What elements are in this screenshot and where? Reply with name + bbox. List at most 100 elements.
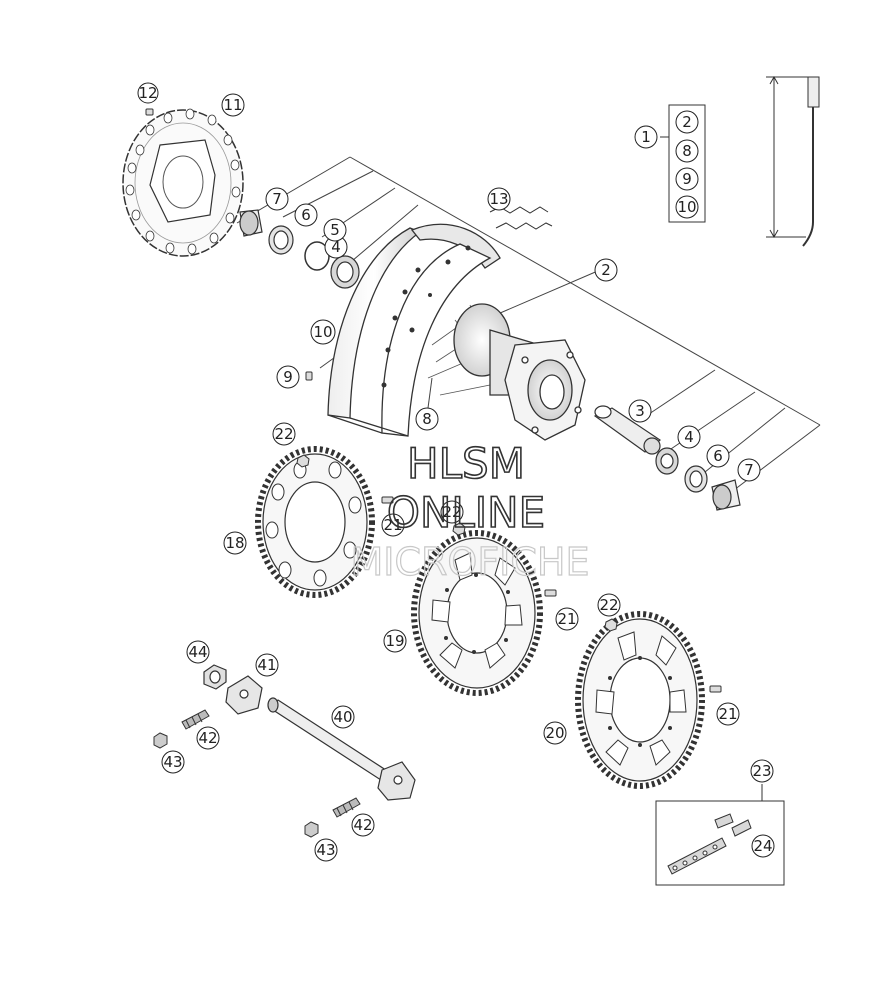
disc-screw — [145, 108, 154, 116]
callout-circle — [383, 629, 407, 653]
callout-44: 44 — [186, 640, 210, 664]
callout-circle — [186, 640, 210, 664]
callout-label: 4 — [331, 238, 341, 256]
callout-label: 43 — [316, 841, 335, 859]
callout-circle — [543, 721, 567, 745]
callout-label: 2 — [682, 113, 692, 131]
callout-label: 24 — [753, 837, 772, 855]
callout-label: 7 — [272, 190, 282, 208]
callout-43: 43 — [161, 750, 185, 774]
callout-10: 10 — [675, 195, 699, 219]
callout-circle — [223, 531, 247, 555]
callout-21: 21 — [381, 513, 405, 537]
callout-20: 20 — [543, 721, 567, 745]
spoke-nipple — [305, 371, 313, 381]
callout-circle — [750, 759, 774, 783]
callout-circle — [716, 702, 740, 726]
callout-circle — [137, 82, 159, 104]
callout-label: 10 — [677, 198, 696, 216]
callout-42: 42 — [351, 813, 375, 837]
right-seal — [684, 465, 708, 493]
right-spacer — [711, 479, 741, 511]
callout-circle — [555, 607, 579, 631]
callout-circle — [675, 110, 699, 134]
callout-23: 23 — [750, 759, 774, 783]
watermark-line-2: ONLINE — [387, 488, 545, 537]
callout-label: 9 — [283, 368, 293, 386]
callout-circle — [381, 513, 405, 537]
callout-40: 40 — [331, 705, 355, 729]
callout-3: 3 — [628, 399, 652, 423]
callout-24: 24 — [751, 834, 775, 858]
sprocket-19 — [411, 530, 543, 696]
callout-label: 40 — [333, 708, 352, 726]
callout-label: 8 — [682, 142, 692, 160]
callout-circle — [331, 705, 355, 729]
callout-label: 13 — [489, 190, 508, 208]
left-spacer — [239, 209, 263, 237]
callout-circle — [221, 93, 245, 117]
axle — [267, 697, 416, 801]
chain-adjuster — [225, 675, 263, 715]
callout-label: 7 — [744, 461, 754, 479]
callout-label: 6 — [713, 447, 723, 465]
callout-label: 23 — [752, 762, 771, 780]
callout-label: 11 — [223, 96, 242, 114]
callout-label: 22 — [442, 503, 461, 521]
callout-19: 19 — [383, 629, 407, 653]
callout-layer: 1289102344566778910111213181920212121222… — [137, 82, 775, 862]
callout-circle — [314, 838, 338, 862]
sprocket-18 — [255, 446, 375, 598]
callout-4: 4 — [677, 425, 701, 449]
callout-6: 6 — [706, 444, 730, 468]
callout-label: 22 — [274, 425, 293, 443]
brake-disc — [122, 108, 244, 257]
callout-circle — [628, 399, 652, 423]
callout-label: 21 — [557, 610, 576, 628]
callout-label: 6 — [301, 206, 311, 224]
callout-circle — [675, 167, 699, 191]
callout-circle — [751, 834, 775, 858]
callout-12: 12 — [137, 82, 159, 104]
callout-circle — [310, 319, 336, 345]
callout-label: 9 — [682, 170, 692, 188]
hub-sleeve — [593, 405, 662, 455]
callout-9: 9 — [675, 167, 699, 191]
callout-8: 8 — [675, 139, 699, 163]
callout-1: 1 — [634, 125, 658, 149]
callout-circle — [737, 458, 761, 482]
right-bearing — [655, 447, 679, 475]
callout-circle — [255, 653, 279, 677]
sprocket-hardware — [296, 454, 722, 693]
callout-21: 21 — [716, 702, 740, 726]
callout-circle — [196, 726, 220, 750]
callout-2: 2 — [594, 258, 618, 282]
adjusting-screw-lower — [332, 797, 361, 818]
left-bearing — [330, 255, 360, 289]
callout-circle — [706, 444, 730, 468]
callout-label: 18 — [225, 534, 244, 552]
callout-10: 10 — [310, 319, 336, 345]
axle-nut — [203, 664, 227, 690]
callout-label: 43 — [163, 753, 182, 771]
callout-18: 18 — [223, 531, 247, 555]
callout-label: 22 — [599, 596, 618, 614]
callout-9: 9 — [276, 365, 300, 389]
callout-label: 2 — [601, 261, 611, 279]
callout-5: 5 — [323, 218, 347, 242]
callout-7: 7 — [265, 187, 289, 211]
callout-21: 21 — [555, 607, 579, 631]
callout-8: 8 — [415, 407, 439, 431]
callout-circle — [415, 407, 439, 431]
callout-label: 19 — [385, 632, 404, 650]
rim — [327, 223, 501, 437]
callout-circle — [351, 813, 375, 837]
parts-group-box — [660, 104, 706, 223]
callout-label: 42 — [353, 816, 372, 834]
callout-label: 3 — [635, 402, 645, 420]
callout-circle — [161, 750, 185, 774]
callout-7: 7 — [737, 458, 761, 482]
callout-label: 21 — [718, 705, 737, 723]
callout-circle — [675, 139, 699, 163]
